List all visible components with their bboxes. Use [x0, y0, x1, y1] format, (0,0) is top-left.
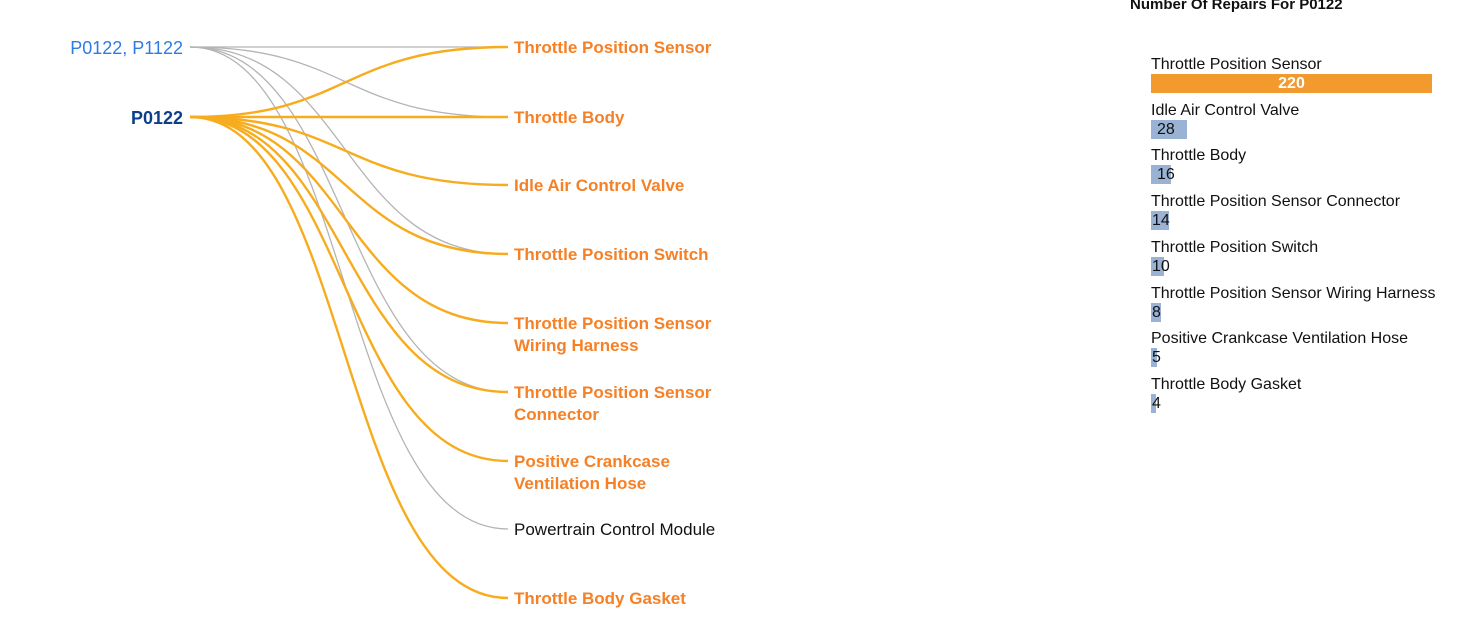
bar-category-label: Positive Crankcase Ventilation Hose — [1151, 330, 1409, 347]
repair-label-7-line-1[interactable]: Positive Crankcase — [514, 452, 670, 471]
repair-label-9[interactable]: Throttle Body Gasket — [514, 589, 686, 608]
bar — [1151, 165, 1172, 184]
bar-chart-title: Number Of Repairs For P0122 — [1130, 0, 1343, 13]
bar — [1151, 394, 1157, 413]
bar-row[interactable]: Throttle Position Sensor Connector 14 — [1151, 193, 1482, 230]
link-c1-r2 — [189, 46, 509, 118]
bar-track: 28 — [1151, 120, 1482, 139]
link-c2-r7 — [189, 115, 509, 463]
bar-row[interactable]: Throttle Position Switch 10 — [1151, 239, 1482, 276]
bar-value-label: 14 — [1152, 212, 1170, 229]
repair-label-6-line-2[interactable]: Connector — [514, 405, 599, 424]
bar-value-label: 28 — [1157, 121, 1175, 138]
bar-category-label: Throttle Position Switch — [1151, 239, 1319, 256]
code-label-1[interactable]: P0122, P1122 — [70, 38, 183, 58]
repairs-bar-chart: Number Of Repairs For P0122 Throttle Pos… — [1130, 0, 1482, 620]
bar-category-label: Throttle Position Sensor — [1151, 56, 1322, 73]
repair-label-4[interactable]: Throttle Position Switch — [514, 245, 709, 264]
bar-track: 16 — [1151, 165, 1482, 184]
bar — [1151, 120, 1187, 139]
code-label-2[interactable]: P0122 — [131, 108, 183, 128]
bar-value-label: 8 — [1152, 304, 1161, 321]
bar-category-label: Idle Air Control Valve — [1151, 102, 1300, 119]
bar-row[interactable]: Idle Air Control Valve 28 — [1151, 102, 1482, 139]
bar-category-label: Throttle Position Sensor Wiring Harness — [1151, 285, 1436, 302]
bar — [1151, 348, 1158, 367]
bar-row[interactable]: Throttle Body Gasket 4 — [1151, 376, 1482, 413]
bar-track: 4 — [1151, 394, 1482, 413]
link-c2-r5 — [189, 115, 509, 325]
link-c1-r6 — [189, 46, 509, 393]
bar-value-label: 16 — [1157, 166, 1175, 183]
bar-row[interactable]: Positive Crankcase Ventilation Hose 5 — [1151, 330, 1482, 367]
bar-track: 8 — [1151, 303, 1482, 322]
bar-track: 5 — [1151, 348, 1482, 367]
bar-category-label: Throttle Position Sensor Connector — [1151, 193, 1401, 210]
bar — [1151, 257, 1164, 276]
repair-label-6-line-1[interactable]: Throttle Position Sensor — [514, 383, 712, 402]
link-c2-r9 — [189, 115, 509, 600]
bar-value-label: 220 — [1278, 75, 1305, 92]
bar-track: 14 — [1151, 211, 1482, 230]
bar-value-label: 5 — [1152, 349, 1161, 366]
repair-label-2[interactable]: Throttle Body — [514, 108, 625, 127]
bar-row[interactable]: Throttle Body 16 — [1151, 147, 1482, 184]
bar — [1151, 74, 1432, 93]
repair-label-3[interactable]: Idle Air Control Valve — [514, 176, 684, 195]
bar-track: 10 — [1151, 257, 1482, 276]
link-c2-r3 — [189, 115, 509, 187]
bar-value-label: 4 — [1152, 395, 1161, 412]
link-c2-r4 — [189, 115, 509, 256]
repair-label-5-line-1[interactable]: Throttle Position Sensor — [514, 314, 712, 333]
bar-value-label: 10 — [1152, 258, 1170, 275]
bar — [1151, 303, 1162, 322]
repair-label-5-line-2[interactable]: Wiring Harness — [514, 336, 639, 355]
bar-track: 220 — [1151, 74, 1482, 93]
repair-label-8[interactable]: Powertrain Control Module — [514, 520, 715, 539]
repair-label-7-line-2[interactable]: Ventilation Hose — [514, 474, 646, 493]
bar-row[interactable]: Throttle Position Sensor 220 — [1151, 56, 1482, 93]
link-c2-r1 — [189, 45, 509, 119]
link-c2-r6 — [189, 115, 509, 394]
bar-row[interactable]: Throttle Position Sensor Wiring Harness 8 — [1151, 285, 1482, 322]
bar — [1151, 211, 1169, 230]
bar-category-label: Throttle Body — [1151, 147, 1247, 164]
bar-category-label: Throttle Body Gasket — [1151, 376, 1302, 393]
repair-label-1[interactable]: Throttle Position Sensor — [514, 38, 712, 57]
